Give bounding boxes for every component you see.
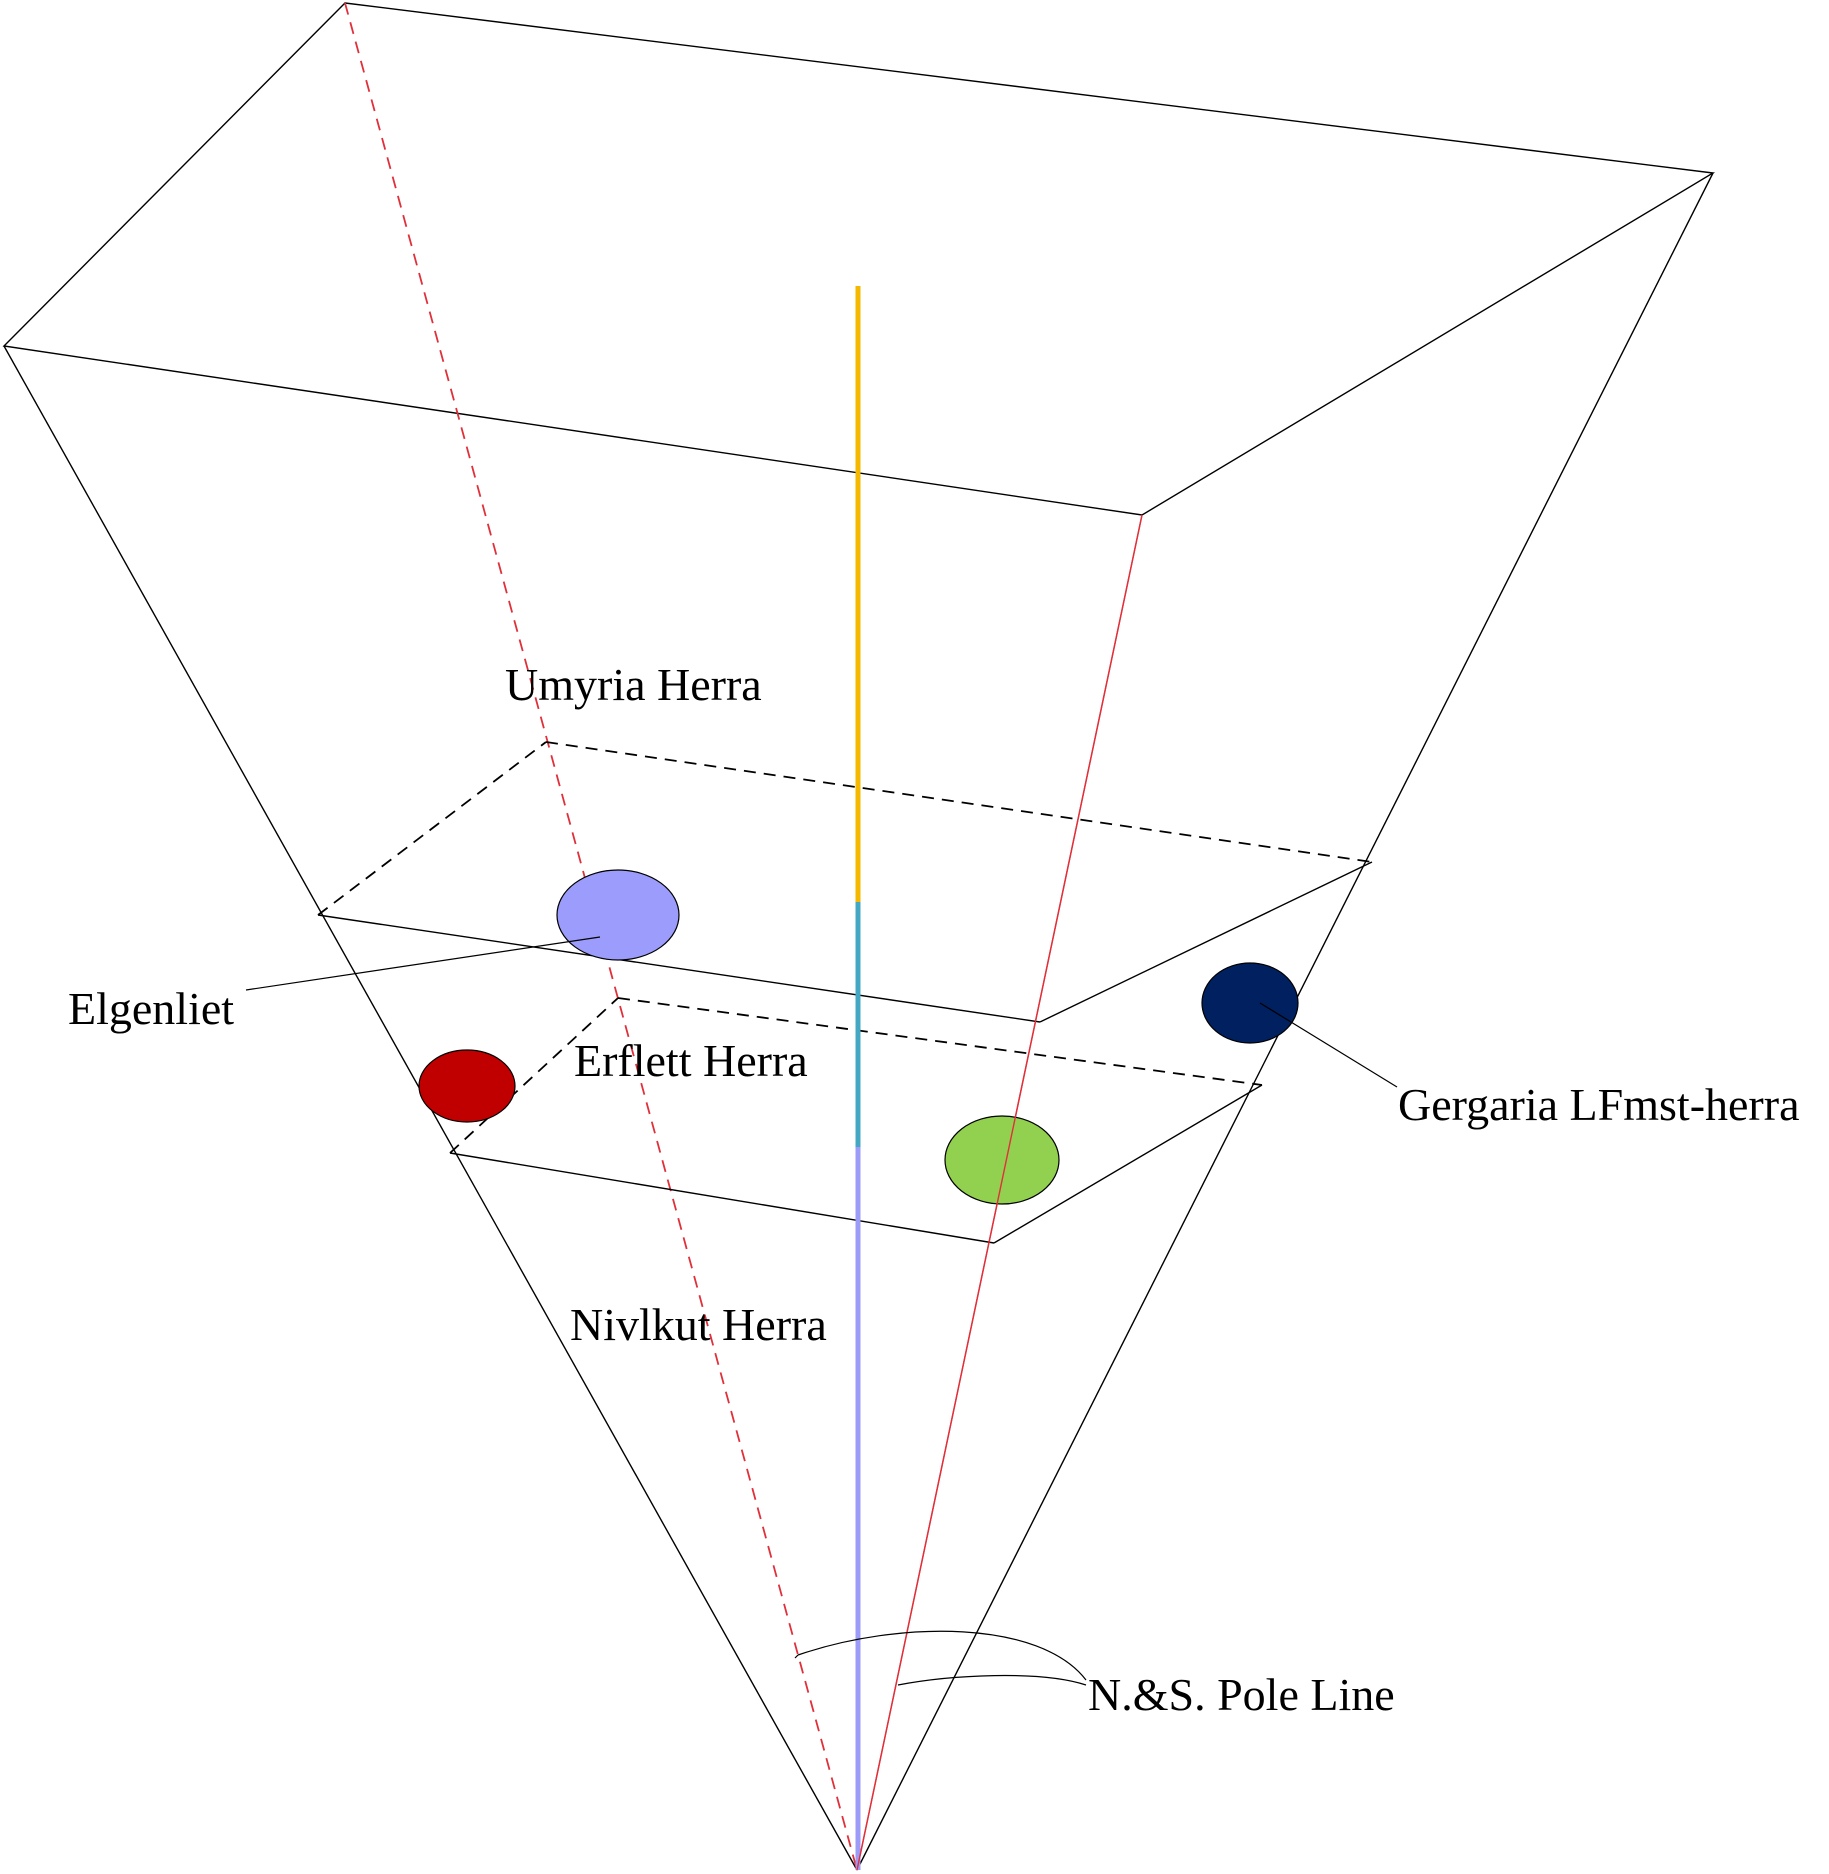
label-lower-layer: Nivlkut Herra [570,1299,827,1350]
pole-leader-upper [797,1630,1087,1681]
upper-layer-slice [317,741,1373,1023]
callout-leaders [245,936,1398,1686]
upper-slice-front-right [1039,861,1373,1023]
pole-leader-tick [794,1654,799,1659]
gergaria-leader [1259,1002,1398,1088]
upper-slice-back-right [545,741,1373,863]
lower-layer-slice [449,997,1263,1244]
lower-slice-front-left [449,1152,995,1244]
label-middle-layer: Erflett Herra [574,1035,808,1086]
orb-lavender [556,869,680,961]
elgenliet-leader [245,936,601,991]
pole-leader-lower [897,1674,1087,1686]
label-gergaria: Gergaria LFmst-herra [1398,1079,1800,1130]
lower-slice-back-right [617,997,1263,1086]
orb-green [944,1115,1060,1205]
lower-slice-front-right [993,1084,1263,1244]
upper-slice-back-left [317,741,547,916]
orbs [418,869,1299,1205]
pole-guide-front-overlay [856,514,1143,1871]
orb-navy [1201,962,1299,1044]
label-upper-layer: Umyria Herra [505,659,762,710]
label-pole-line: N.&S. Pole Line [1088,1669,1395,1720]
label-elgenliet: Elgenliet [68,983,234,1034]
lower-slice-back-left [449,997,619,1154]
upper-slice-front-left [317,914,1041,1023]
orb-red [418,1049,516,1123]
